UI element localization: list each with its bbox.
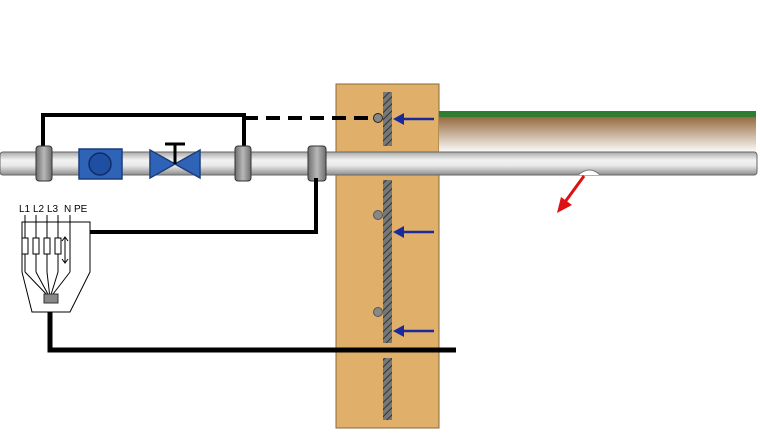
bridging-conductor: [41, 113, 246, 155]
pe-terminal-block: [43, 293, 59, 304]
label-n: N: [64, 204, 71, 215]
main-earthing-terminal: [21, 215, 91, 313]
label-l2: L2: [33, 204, 45, 215]
earthing-conductor: [47, 300, 456, 353]
pe-conductor: [72, 178, 318, 234]
blue-arrow-icon: [393, 113, 434, 125]
blue-arrow-icon: [393, 325, 434, 337]
pipe-clamp-icon: [234, 145, 252, 182]
label-l3: L3: [47, 204, 59, 215]
gate-valve-icon: [149, 142, 201, 180]
ground: [439, 111, 756, 153]
blue-arrow-icon: [393, 226, 434, 238]
label-pe: PE: [74, 204, 88, 215]
electrode-terminal-middle: [373, 210, 383, 220]
foundation-earth-electrode: [383, 92, 392, 420]
red-arrow-icon: [557, 175, 586, 213]
electrode-terminal-top: [373, 113, 383, 123]
flow-meter-icon: [78, 148, 123, 180]
pipe-clamp-icon: [35, 145, 53, 182]
electrode-terminal-bottom: [373, 307, 383, 317]
pipe-clamp-icon: [307, 145, 327, 182]
label-l1: L1: [19, 204, 31, 215]
